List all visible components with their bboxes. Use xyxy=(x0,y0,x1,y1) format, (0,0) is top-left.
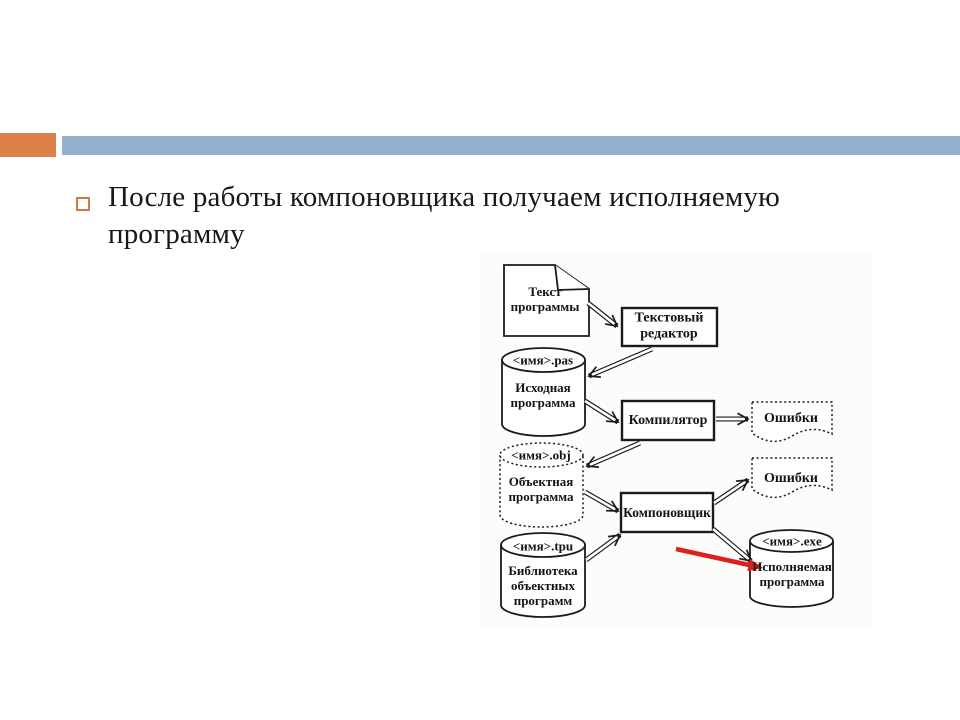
source-text-label: Текст программы xyxy=(510,283,580,314)
cylinder-executable-program xyxy=(749,529,834,608)
flow-arrow xyxy=(587,346,653,379)
torn-document-link-errors xyxy=(751,457,833,498)
source-program-label: Исходная программа xyxy=(510,379,576,410)
flow-arrow xyxy=(712,477,750,506)
flow-arrow xyxy=(716,412,750,426)
cylinder-object-library xyxy=(500,532,586,618)
executable-label: Исполняемая программа xyxy=(752,558,832,589)
source-program-filename: <имя>.pas xyxy=(512,352,574,368)
header-accent-bar xyxy=(62,136,960,155)
flow-arrow xyxy=(583,489,620,514)
process-box-linker xyxy=(619,491,715,534)
object-program-filename: <имя>.obj xyxy=(511,447,571,463)
process-box-text-editor xyxy=(620,306,719,348)
cylinder-object-program xyxy=(499,442,584,528)
flow-arrow xyxy=(585,440,641,469)
flow-arrow xyxy=(583,398,620,425)
object-program-label: Объектная программа xyxy=(508,473,574,504)
red-highlight-arrow xyxy=(675,546,763,571)
bullet-marker xyxy=(76,197,90,211)
executable-filename: <имя>.exe xyxy=(762,533,822,549)
process-box-compiler xyxy=(620,399,716,442)
flow-arrow xyxy=(584,532,622,563)
compiler-label: Компилятор xyxy=(628,412,708,428)
link-errors-label: Ошибки xyxy=(764,470,818,486)
cylinder-source-program xyxy=(501,347,586,437)
object-library-label: Библиотека объектных программ xyxy=(508,563,578,609)
header-accent-block xyxy=(0,133,56,157)
compile-errors-label: Ошибки xyxy=(764,410,818,426)
linker-label: Компоновщик xyxy=(623,505,711,521)
document-shape-source-text xyxy=(503,264,590,337)
slide-bullet-text: После работы компоновщика получаем испол… xyxy=(108,181,781,250)
flow-arrows xyxy=(583,301,763,571)
flow-arrow xyxy=(586,301,619,328)
torn-document-compile-errors xyxy=(751,401,833,442)
text-editor-label: Текстовый редактор xyxy=(634,310,704,342)
object-library-filename: <имя>.tpu xyxy=(512,538,574,554)
